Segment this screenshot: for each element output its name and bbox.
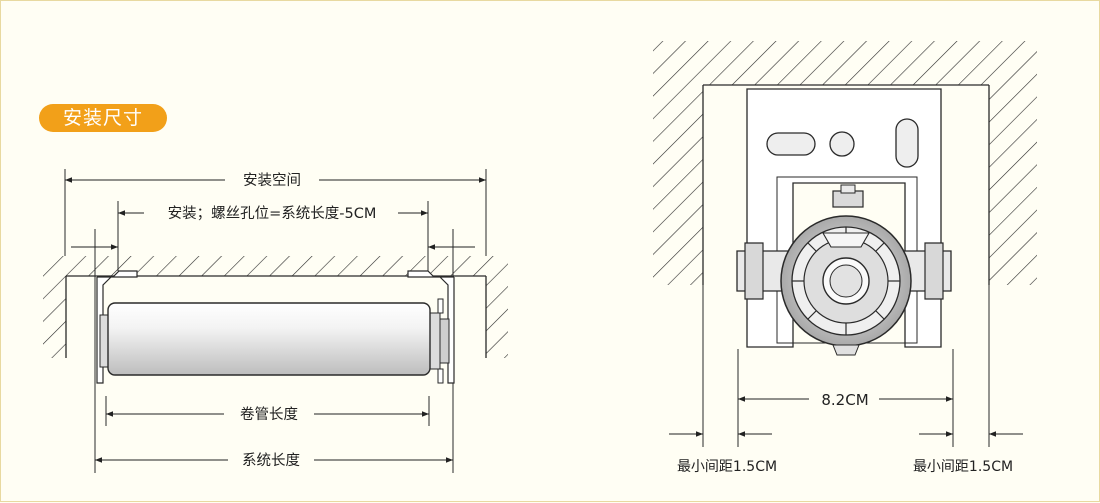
dim-width-label: 8.2CM [821,391,868,409]
roller-tube [107,302,431,376]
dim-system-length-label: 系统长度 [242,452,300,469]
side-reference-lines [702,285,990,447]
round-hole [829,131,855,157]
right-end-cap [429,312,441,370]
side-right-wall-hatch [989,85,1037,285]
side-ceiling-hatch [653,41,1037,85]
section-title-badge: 安装尺寸 [39,104,167,132]
brackets [96,270,455,384]
dim-tube-length-label: 卷管长度 [240,406,298,423]
right-motor-head [439,318,450,364]
dim-screw-hole-label: 安装；螺丝孔位=系统长度-5CM [168,205,377,222]
slot-hole-right [895,118,919,168]
front-view: 安装空间 安装；螺丝孔位=系统长度-5CM 卷管长度 系统长度 [43,169,508,473]
hub-spokes [792,227,900,335]
ceiling-hatch [43,256,508,276]
side-left-wall-hatch [653,85,703,285]
min-gap-right-label: 最小间距1.5CM [913,459,1013,475]
dim-install-space-label: 安装空间 [243,172,301,189]
left-wall-hatch [43,276,66,358]
slot-hole-left [766,132,816,156]
min-gap-left-label: 最小间距1.5CM [677,459,777,475]
side-view: 8.2CM 最小间距1.5CM 最小间距1.5CM [653,41,1037,475]
right-wall-hatch [486,276,508,358]
